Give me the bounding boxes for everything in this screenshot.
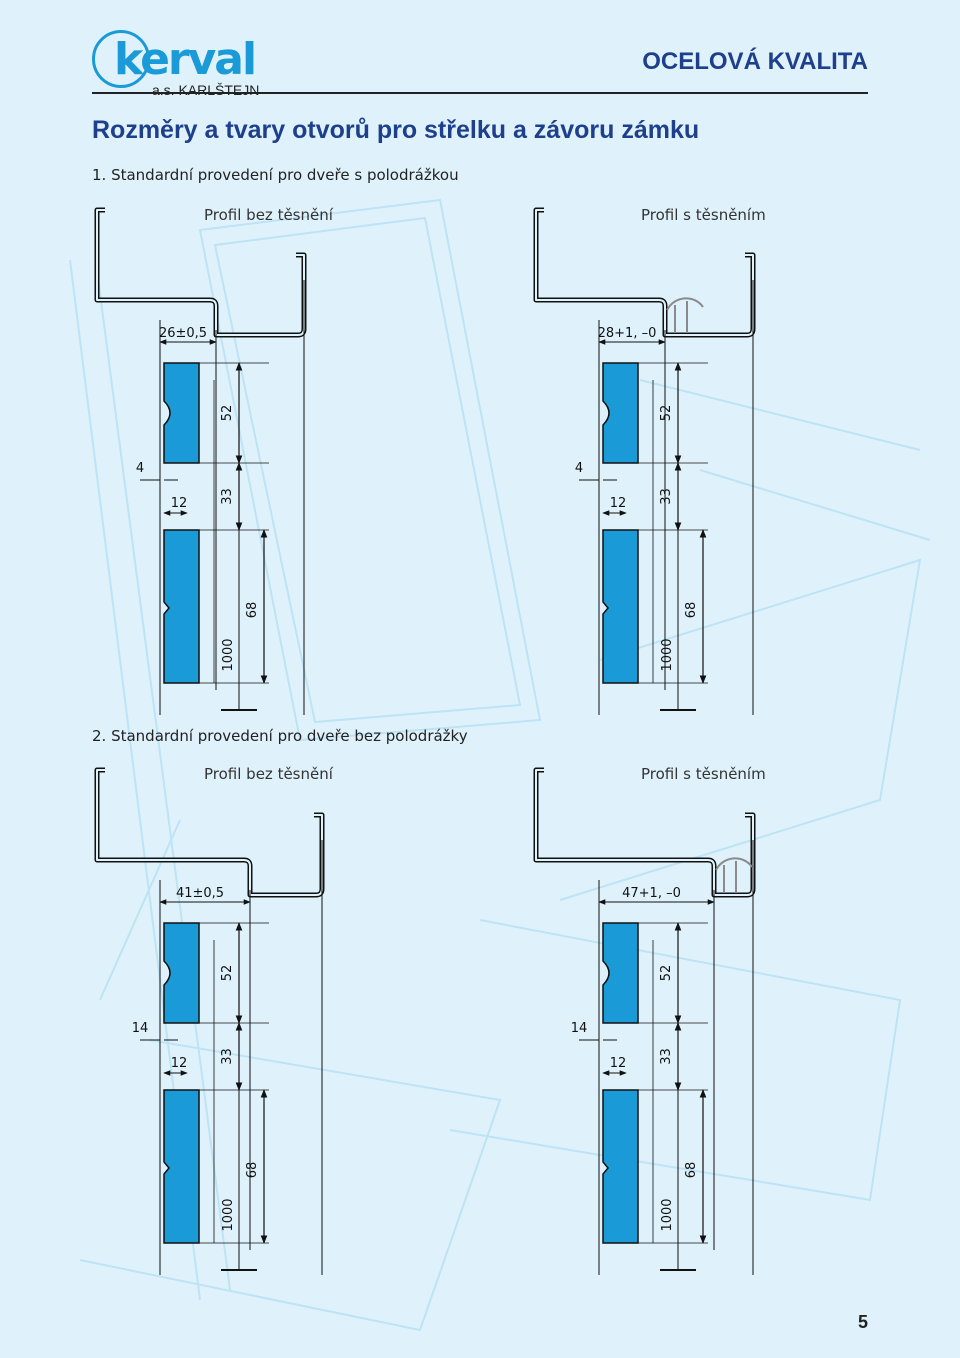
section-2-heading: 2. Standardní provedení pro dveře bez po… [92,727,468,745]
s1-p2-width-dim-label: 28+1, –0 [598,326,657,341]
s2-p2-profile-inner [535,769,754,896]
s2-p1-profile-inner [96,769,323,896]
s1-p2-offset-label: 4 [575,461,583,476]
s1-p2-slotw-label: 12 [610,496,627,511]
section-2-profile-2-label: Profil s těsněním [641,765,766,783]
s1-p2-seal-icon [666,297,704,333]
s2-p2-bolt-slot [602,1089,639,1244]
s2-p2-dim-68-label: 68 [684,1162,699,1179]
s1-p1-bolt-slot [163,529,200,684]
s1-p2-latch-slot [602,362,639,464]
s2-p2-offset-label: 14 [571,1021,588,1036]
s2-p1-dim-1000-label: 1000 [221,1198,236,1231]
s2-p1-width-dim-label: 41±0,5 [176,886,224,901]
section-2-profile-1-label: Profil bez těsnění [204,765,333,783]
s1-p1-latch-slot [163,362,200,464]
s1-p2-dim-68-label: 68 [684,602,699,619]
s1-p1-dim-1000-label: 1000 [221,638,236,671]
s1-p1-profile-outline [94,207,307,338]
s2-p1-profile-outline [94,767,325,898]
s2-p2-dim-33-label: 33 [659,1048,674,1065]
s1-p2-bolt-slot [602,529,639,684]
s2-p1-latch-slot [163,922,200,1024]
section-1-profile-2-label: Profil s těsněním [641,206,766,224]
s1-p1-offset-label: 4 [136,461,144,476]
s2-p1-slotw-label: 12 [171,1056,188,1071]
s2-p2-profile-outline [533,767,756,898]
kerval-logo: kerval a.s. KARLŠTEJN [92,26,272,98]
page-number: 5 [857,1312,868,1332]
logo-subtitle: a.s. KARLŠTEJN [152,82,260,98]
s2-p1-dim-52-label: 52 [220,965,235,982]
s2-p2-latch-slot [602,922,639,1024]
logo-wordmark: kerval [114,34,257,85]
s1-p2-dim-1000-label: 1000 [660,638,675,671]
s1-p2-dim-52-label: 52 [659,405,674,422]
logo-ring-icon [92,30,150,88]
s2-p2-seal-icon [715,857,753,893]
quality-label: OCELOVÁ KVALITA [642,48,868,75]
s2-p2-slotw-label: 12 [610,1056,627,1071]
s1-p1-profile-inner [96,209,305,336]
s2-p2-dim-1000-label: 1000 [660,1198,675,1231]
s1-p2-profile-outline [533,207,756,338]
section-1-heading: 1. Standardní provedení pro dveře s polo… [92,166,459,184]
s1-p1-width-dim-label: 26±0,5 [159,326,207,341]
s2-p1-dim-33-label: 33 [220,1048,235,1065]
page-title: Rozměry a tvary otvorů pro střelku a záv… [92,116,700,144]
s1-p2-profile-inner [535,209,754,336]
s2-p2-width-dim-label: 47+1, –0 [622,886,681,901]
header-divider [92,92,868,94]
s2-p1-dim-68-label: 68 [245,1162,260,1179]
s2-p2-dim-52-label: 52 [659,965,674,982]
section-1-profile-1-label: Profil bez těsnění [204,206,333,224]
s1-p1-dim-68-label: 68 [245,602,260,619]
s1-p1-dim-33-label: 33 [220,488,235,505]
s2-p1-offset-label: 14 [132,1021,149,1036]
s1-p1-dim-52-label: 52 [220,405,235,422]
s1-p1-slotw-label: 12 [171,496,188,511]
s1-p2-dim-33-label: 33 [659,488,674,505]
s2-p1-bolt-slot [163,1089,200,1244]
